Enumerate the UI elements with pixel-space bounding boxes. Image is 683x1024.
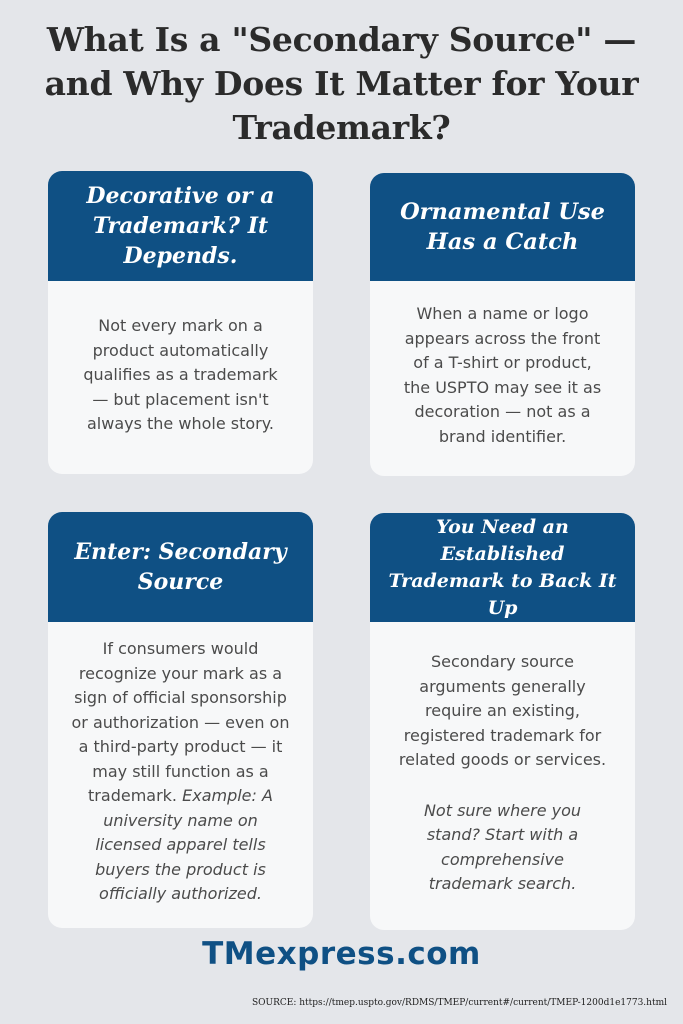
card-heading: Ornamental Use Has a Catch [370, 173, 635, 281]
source-citation: SOURCE: https://tmep.uspto.gov/RDMS/TMEP… [251, 998, 667, 1008]
card-body: If consumers would recognize your mark a… [48, 622, 313, 907]
card-heading: Enter: Secondary Source [48, 512, 313, 622]
card-body: Secondary source arguments generally req… [370, 622, 635, 897]
card-body-text: Not every mark on a product automaticall… [83, 316, 278, 433]
card-body-text: When a name or logo appears across the f… [403, 304, 602, 446]
card-secondary-source: Enter: Secondary Source If consumers wou… [48, 512, 313, 928]
card-heading: Decorative or a Trademark? It Depends. [48, 171, 313, 281]
page-title: What Is a "Secondary Source" — and Why D… [44, 20, 639, 147]
card-body: Not every mark on a product automaticall… [48, 281, 313, 437]
card-body-text: Secondary source arguments generally req… [398, 652, 607, 769]
card-example-text: Example: A university name on licensed a… [95, 786, 273, 903]
card-ornamental-use: Ornamental Use Has a Catch When a name o… [370, 173, 635, 476]
card-heading: You Need an Established Trademark to Bac… [370, 513, 635, 622]
brand-logo-text: TMexpress.com [202, 936, 481, 972]
card-decorative-or-trademark: Decorative or a Trademark? It Depends. N… [48, 171, 313, 474]
card-body: When a name or logo appears across the f… [370, 281, 635, 449]
card-note-text: Not sure where you stand? Start with a c… [423, 800, 582, 894]
card-body-text: If consumers would recognize your mark a… [71, 639, 290, 805]
card-established-trademark: You Need an Established Trademark to Bac… [370, 513, 635, 930]
